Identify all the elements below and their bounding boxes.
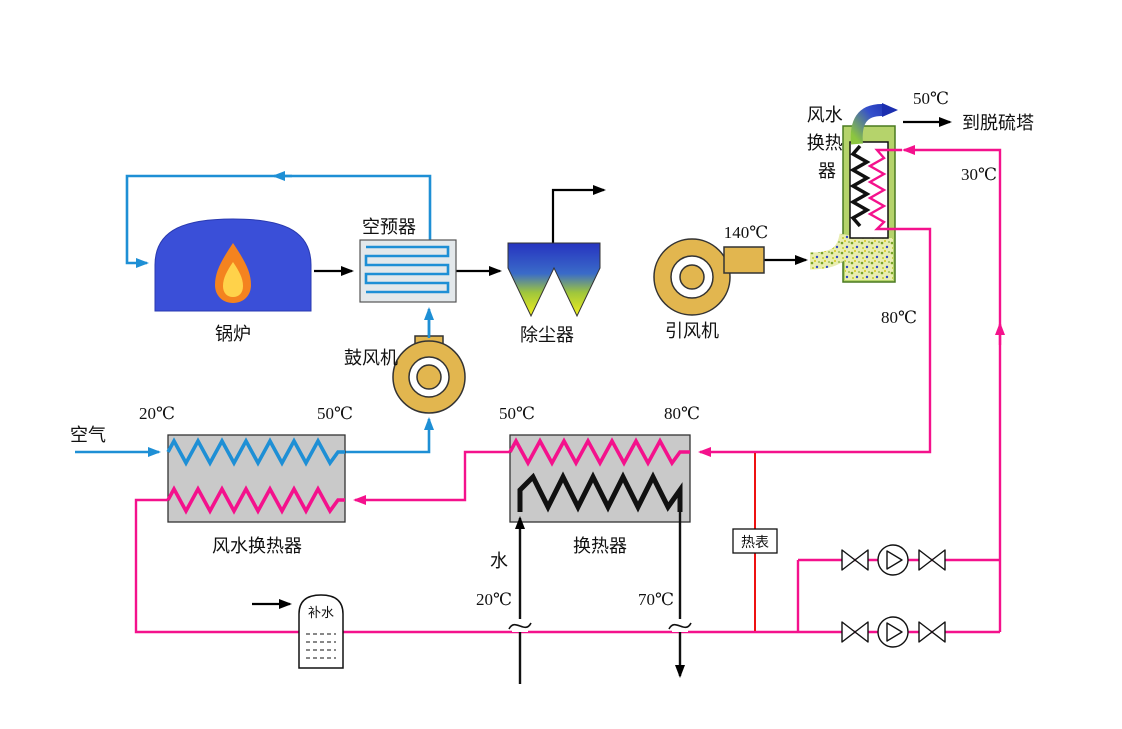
waterhx-hot-coil (508, 437, 690, 467)
valve-icon (931, 621, 946, 643)
hx-hot-out-temp-label: 50℃ (499, 404, 535, 423)
hot-water-lines (134, 145, 1005, 634)
return-temp-label: 30℃ (961, 165, 997, 184)
induced-fan-label: 引风机 (665, 321, 719, 341)
service-water-lines (515, 512, 685, 684)
heat-meter: 热表 (732, 528, 778, 554)
airhx-water-coil (166, 485, 345, 515)
riser-to-hx-line (902, 145, 1002, 632)
water-level-symbol (306, 633, 336, 659)
air-preheater-coil (364, 245, 450, 294)
air-preheater-label: 空预器 (362, 217, 416, 237)
water-hx-label: 换热器 (573, 536, 627, 556)
gas-side-coil (849, 144, 871, 228)
break-symbol (508, 622, 532, 630)
heat-meter-box (732, 528, 778, 554)
preheater-to-boiler-loop (125, 174, 432, 268)
hx-hot-in-temp-label: 80℃ (664, 404, 700, 423)
valve-icon (918, 621, 933, 643)
water-in-temp-label: 20℃ (476, 590, 512, 609)
forced-draft-fan (392, 311, 466, 414)
water-label: 水 (490, 551, 508, 571)
labels: 锅炉 空预器 鼓风机 除尘器 引风机 140℃ 风水 换热 器 50℃ 到脱硫塔… (70, 89, 1034, 609)
fan-hub (679, 264, 705, 290)
pump-valve-branch-lower (841, 616, 946, 648)
flue-exit-curve (850, 104, 883, 145)
makeup-tank-label: 补水 (308, 605, 334, 620)
flame-core-icon (223, 262, 243, 297)
blower-hub (416, 364, 442, 390)
flue-gas-lines (252, 117, 952, 609)
pump-impeller-icon (886, 622, 903, 642)
stack-temp-label: 50℃ (913, 89, 949, 108)
break-symbol (668, 622, 692, 630)
air-in-temp-label: 20℃ (139, 404, 175, 423)
heat-meter-label: 热表 (741, 535, 769, 551)
valve-icon (854, 549, 869, 571)
air-out-temp-label: 50℃ (317, 404, 353, 423)
valve-icon (841, 549, 856, 571)
gas-water-heat-exchanger (809, 103, 902, 283)
air-preheater (359, 239, 457, 303)
boiler-label: 锅炉 (215, 324, 251, 344)
gas-water-hx-label: 风水 换热 器 (807, 105, 848, 181)
pipe-break-symbols (508, 619, 692, 632)
flue-temp-label: 140℃ (724, 223, 769, 242)
airhx-return-line (134, 498, 798, 634)
dust-to-fan-duct (551, 185, 606, 243)
flue-inlet-elbow (809, 233, 857, 270)
boiler (154, 218, 312, 312)
airhx-air-coil (166, 437, 345, 467)
dust-collector-body (507, 242, 601, 318)
dust-collector-label: 除尘器 (520, 325, 574, 345)
water-hx-body (509, 434, 691, 523)
valve-icon (918, 549, 933, 571)
forced-fan-label: 鼓风机 (344, 348, 398, 368)
to-tower-label: 到脱硫塔 (962, 113, 1034, 133)
hx-to-blower-line (345, 417, 434, 454)
dust-collector (507, 242, 601, 318)
induced-draft-fan (653, 238, 765, 316)
water-out-temp-label: 70℃ (638, 590, 674, 609)
valve-icon (931, 549, 946, 571)
hot-water-temp-label: 80℃ (881, 308, 917, 327)
air-water-hx-label: 风水换热器 (212, 536, 302, 556)
water-side-coil (867, 148, 902, 231)
hx-to-exchanger-hot-line (698, 227, 932, 457)
makeup-water-tank: 补水 (298, 594, 344, 669)
fan-outlet (723, 246, 765, 274)
pump-valve-branch-upper (841, 544, 946, 576)
flue-exit-arrowhead (882, 103, 898, 117)
waterhx-cold-coil (517, 471, 683, 513)
valve-icon (854, 621, 869, 643)
air-inlet-label: 空气 (70, 425, 106, 445)
pump-impeller-icon (886, 550, 903, 570)
exchanger-to-airhx-line (353, 450, 510, 505)
valve-icon (841, 621, 856, 643)
